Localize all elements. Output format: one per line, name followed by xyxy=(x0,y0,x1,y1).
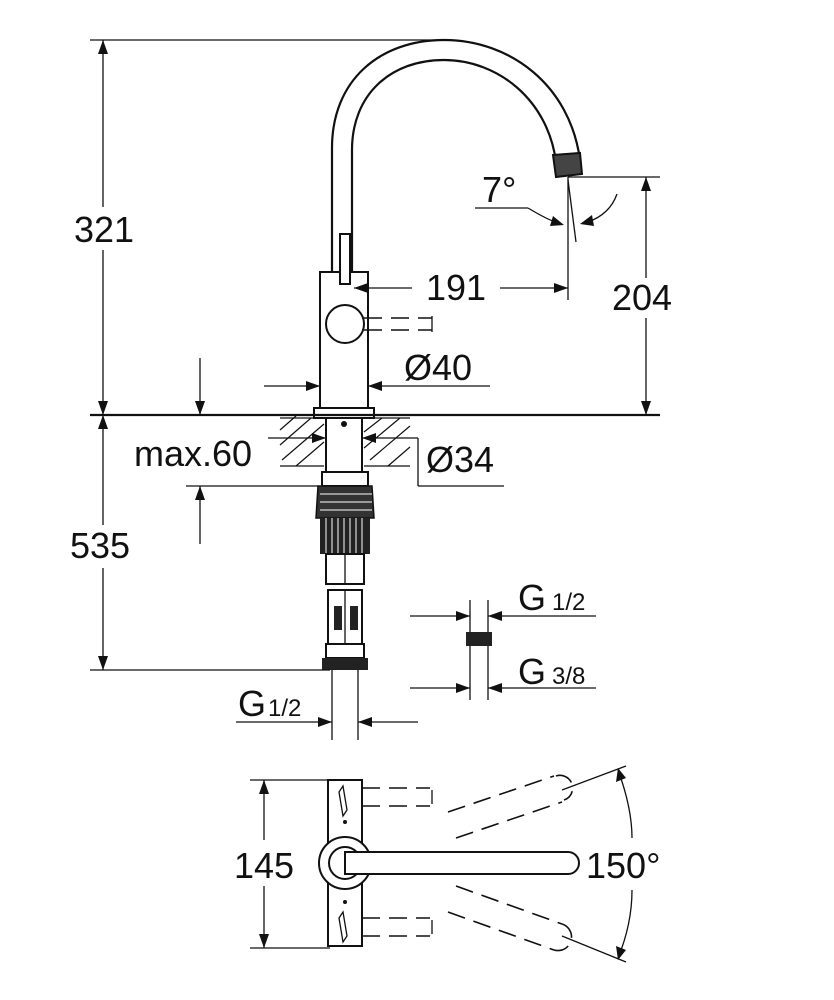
dim-max60-label: max.60 xyxy=(134,433,252,474)
dim-adapter-out-size: 3/8 xyxy=(552,663,585,690)
dim-hose-thread: G 1/2 xyxy=(236,683,418,727)
dim-150deg-label: 150° xyxy=(586,845,660,886)
mounting-kit xyxy=(315,471,375,585)
dim-spout-height: 204 xyxy=(568,176,672,415)
dim-7deg-label: 7° xyxy=(482,169,516,210)
dim-adapter-in-label: G xyxy=(518,577,546,618)
dim-d40-label: Ø40 xyxy=(404,347,472,388)
deck-hatching-left xyxy=(279,415,325,467)
dim-deck-thickness: max.60 xyxy=(134,358,318,544)
dim-spout-angle: 7° xyxy=(475,169,618,243)
reducing-adapter xyxy=(466,600,492,700)
dim-below-deck: 535 xyxy=(70,415,330,671)
elevation-view: 321 204 191 7° xyxy=(70,38,672,740)
dim-321-label: 321 xyxy=(74,209,134,250)
dim-height-total: 321 xyxy=(74,39,444,415)
plan-view: 145 150° xyxy=(234,765,660,963)
dim-hole-diameter: Ø34 xyxy=(268,433,504,487)
dim-hose-thread-size: 1/2 xyxy=(268,695,301,722)
dim-hose-thread-label: G xyxy=(238,683,266,724)
dim-lever-rotation: 150° xyxy=(561,765,660,963)
deck-hatching-right xyxy=(363,417,411,467)
spout xyxy=(330,38,584,272)
dim-reach: 191 xyxy=(354,177,569,308)
dim-plan-width: 145 xyxy=(234,779,330,949)
dim-body-diameter: Ø40 xyxy=(264,347,490,391)
tap-body xyxy=(319,233,433,411)
deck-section xyxy=(90,407,660,474)
dim-204-label: 204 xyxy=(612,277,672,318)
supply-hoses xyxy=(322,589,368,740)
dim-adapter-in: G 1/2 xyxy=(410,577,596,621)
dim-d34-label: Ø34 xyxy=(426,439,494,480)
dim-145-label: 145 xyxy=(234,845,294,886)
dim-adapter-in-size: 1/2 xyxy=(552,589,585,616)
dim-191-label: 191 xyxy=(426,267,486,308)
dim-adapter-out: G 3/8 xyxy=(410,651,596,693)
dim-adapter-out-label: G xyxy=(518,651,546,692)
dim-535-label: 535 xyxy=(70,525,130,566)
